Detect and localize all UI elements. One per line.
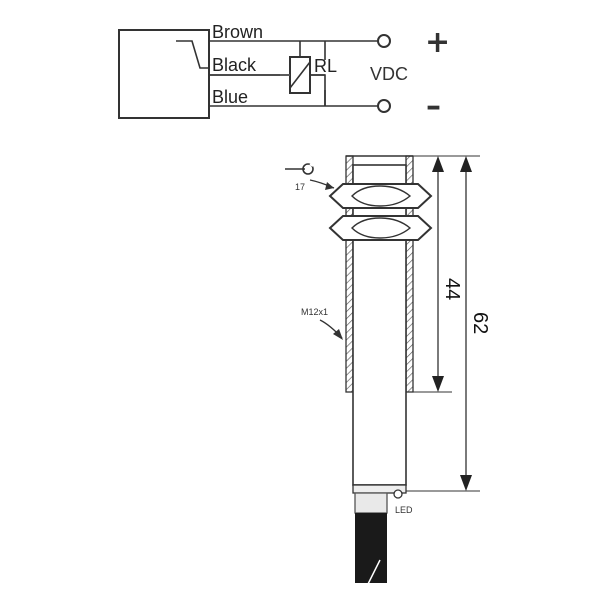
wire-label-brown: Brown bbox=[212, 22, 263, 42]
minus-symbol: – bbox=[426, 89, 441, 124]
plus-symbol: + bbox=[425, 25, 450, 60]
sensor-box bbox=[118, 29, 210, 119]
supply-label: VDC bbox=[370, 64, 408, 84]
wrench-arrowhead bbox=[325, 182, 334, 190]
dim-44-arrow-bottom bbox=[432, 376, 444, 392]
relay-right-lead bbox=[310, 74, 326, 106]
led-indicator bbox=[393, 489, 403, 499]
internal-switch bbox=[176, 40, 209, 69]
terminal-minus-icon bbox=[377, 99, 391, 113]
hex-nut-top bbox=[328, 183, 433, 209]
dim-62-arrow-top bbox=[460, 156, 472, 172]
relay-label: RL bbox=[314, 56, 337, 76]
dim-44-label: 44 bbox=[441, 278, 463, 300]
cable bbox=[355, 513, 387, 583]
cable-break bbox=[367, 559, 381, 585]
terminal-plus-icon bbox=[377, 34, 391, 48]
thread-label: M12x1 bbox=[301, 307, 328, 317]
hex-nut-bottom bbox=[328, 215, 433, 241]
led-label: LED bbox=[395, 505, 413, 515]
wire-label-blue: Blue bbox=[212, 87, 248, 107]
dim-62-arrow-bottom bbox=[460, 475, 472, 491]
dim-44-arrow-top bbox=[432, 156, 444, 172]
wrench-icon bbox=[285, 163, 314, 175]
sensor-body bbox=[352, 164, 407, 486]
thread-arrowhead bbox=[333, 329, 343, 340]
dim-62-label: 62 bbox=[469, 312, 491, 334]
wrench-size-label: 17 bbox=[295, 182, 305, 192]
wire-label-black: Black bbox=[212, 55, 257, 75]
strain-relief bbox=[354, 492, 388, 514]
